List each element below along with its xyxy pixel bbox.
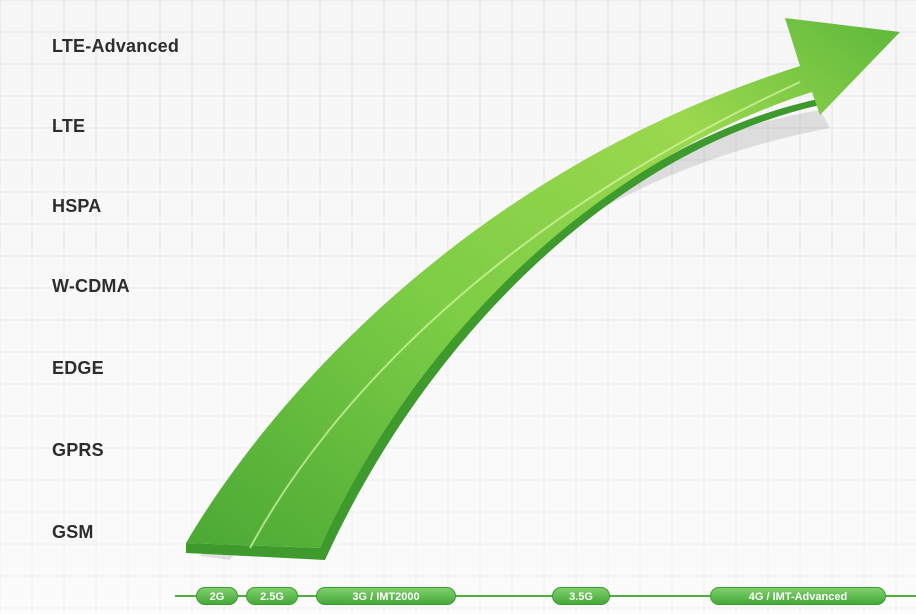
generation-pill-2-5g: 2.5G [246, 587, 298, 605]
tech-label-edge: EDGE [52, 358, 104, 378]
generation-pill-4g: 4G / IMT-Advanced [710, 587, 886, 605]
tech-label-gprs: GPRS [52, 440, 104, 460]
tech-label-hspa: HSPA [52, 196, 102, 216]
generation-pill-3g: 3G / IMT2000 [316, 587, 456, 605]
generation-pill-3-5g: 3.5G [552, 587, 610, 605]
tech-label-wcdma: W-CDMA [52, 276, 130, 296]
tech-label-gsm: GSM [52, 522, 94, 542]
tech-label-lte-advanced: LTE-Advanced [52, 36, 180, 56]
growth-arrow [186, 18, 900, 548]
generation-pill-2g: 2G [196, 587, 238, 605]
arrow-highlight [249, 81, 801, 549]
tech-label-lte: LTE [52, 116, 86, 136]
